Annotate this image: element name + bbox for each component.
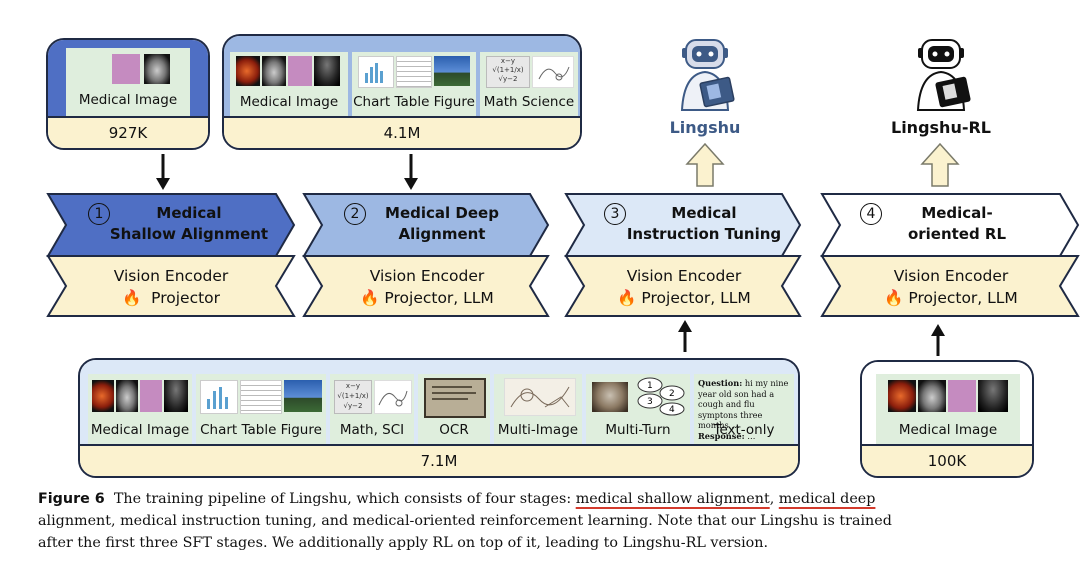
stage2-number: 2 [344, 203, 366, 225]
chat-bubbles-icon: 1 2 3 4 [637, 377, 685, 416]
science-thumb-icon [532, 56, 574, 88]
cat-photo-thumb-icon [592, 382, 628, 412]
math-thumb-icon: x−y√(1+1/x)√y−2 [486, 56, 530, 88]
thumb-label: Text-only [713, 422, 775, 438]
stage1-count: 927K [48, 116, 208, 148]
fire-icon: 🔥 [617, 289, 637, 307]
stage4-component-box [820, 255, 1080, 317]
pathology-thumb-icon [140, 380, 162, 412]
stage3-component-box [564, 255, 802, 317]
xray-thumb-icon [116, 380, 138, 412]
stage2-components: Vision Encoder 🔥 Projector, LLM [360, 267, 494, 307]
stage3-count: 7.1M [80, 444, 798, 476]
thumb-label: Medical Image [78, 92, 178, 108]
thumb-label: Math Science [483, 94, 575, 110]
stage4-chevron [820, 193, 1080, 257]
table-thumb-icon [240, 380, 282, 414]
stage4-title: Medical-oriented RL [907, 204, 1007, 243]
stage2-component-box [302, 255, 550, 317]
ocr-document-thumb-icon [424, 378, 486, 418]
thumb-label: Medical Image [90, 422, 190, 438]
xray-thumb-icon [262, 56, 286, 86]
fundus-thumb-icon [92, 380, 114, 412]
svg-text:3: 3 [647, 397, 653, 407]
thumb-label: Math, SCI [339, 422, 405, 438]
multi-image-thumb-icon [504, 378, 576, 416]
robot-doctor-icon [916, 39, 971, 111]
fundus-thumb-icon [888, 380, 916, 412]
thumb-label: Medical Image [239, 94, 339, 110]
lingshu-model-name: Lingshu [669, 118, 741, 137]
text-sample: Question: hi my nine year old son had a … [698, 378, 789, 441]
thumb-label: OCR [439, 422, 469, 438]
stage1-chevron [46, 193, 296, 257]
photo-thumb-icon [434, 56, 470, 86]
science-thumb-icon [374, 380, 412, 414]
thumb-label: Multi-Image [497, 422, 579, 438]
caption-label: Figure 6 [38, 491, 105, 507]
svg-text:4: 4 [669, 405, 675, 415]
pathology-thumb-icon [112, 54, 140, 84]
stage1-component-box [46, 255, 296, 317]
stage3-data-card: x−y√(1+1/x)√y−2 1 2 3 4 Question: hi my … [78, 358, 800, 478]
xray-thumb-icon [918, 380, 946, 412]
up-arrow-icon [678, 320, 945, 356]
svg-text:1: 1 [647, 381, 653, 391]
stage1-data-card: Medical Image 927K [46, 38, 210, 150]
stage4-number: 4 [860, 203, 882, 225]
thumb-label: Medical Image [898, 422, 998, 438]
stage2-data-card: x−y√(1+1/x)√y−2 Medical Image Chart Tabl… [222, 34, 582, 150]
stage3-number: 3 [604, 203, 626, 225]
stage4-count: 100K [862, 444, 1032, 476]
hollow-up-arrow-icon [685, 142, 725, 187]
pathology-thumb-icon [948, 380, 976, 412]
figure-caption: Figure 6 The training pipeline of Lingsh… [38, 491, 892, 551]
robot-doctor-icon [680, 39, 735, 111]
thumb-label: Chart Table Figure [200, 422, 322, 438]
table-thumb-icon [396, 56, 432, 88]
stage1-components: Vision Encoder 🔥 Projector [113, 267, 229, 307]
lingshu-rl-model-name: Lingshu-RL [891, 118, 991, 137]
stage1-number: 1 [88, 203, 110, 225]
ultrasound-thumb-icon [314, 56, 340, 86]
stage4-components: Vision Encoder 🔥 Projector, LLM [884, 267, 1018, 307]
ultrasound-thumb-icon [164, 380, 188, 412]
fire-icon: 🔥 [884, 289, 904, 307]
down-arrow-icon [156, 154, 418, 190]
stage2-count: 4.1M [224, 116, 580, 148]
svg-text:2: 2 [669, 389, 675, 399]
xray-thumb-icon [144, 54, 170, 84]
thumb-label: Chart Table Figure [353, 94, 475, 110]
stage4-data-card: Medical Image 100K [860, 360, 1034, 478]
thumb-label: Multi-Turn [605, 422, 671, 438]
hollow-up-arrow-icon [920, 142, 960, 187]
photo-thumb-icon [284, 380, 322, 412]
stage3-components: Vision Encoder 🔥 Projector, LLM [617, 267, 751, 307]
math-thumb-icon: x−y√(1+1/x)√y−2 [334, 380, 372, 414]
ultrasound-thumb-icon [978, 380, 1008, 412]
chart-thumb-icon [358, 56, 394, 88]
chart-thumb-icon [200, 380, 238, 414]
fire-icon: 🔥 [360, 289, 380, 307]
fire-icon: 🔥 [121, 289, 142, 307]
pathology-thumb-icon [288, 56, 312, 86]
fundus-thumb-icon [236, 56, 260, 86]
